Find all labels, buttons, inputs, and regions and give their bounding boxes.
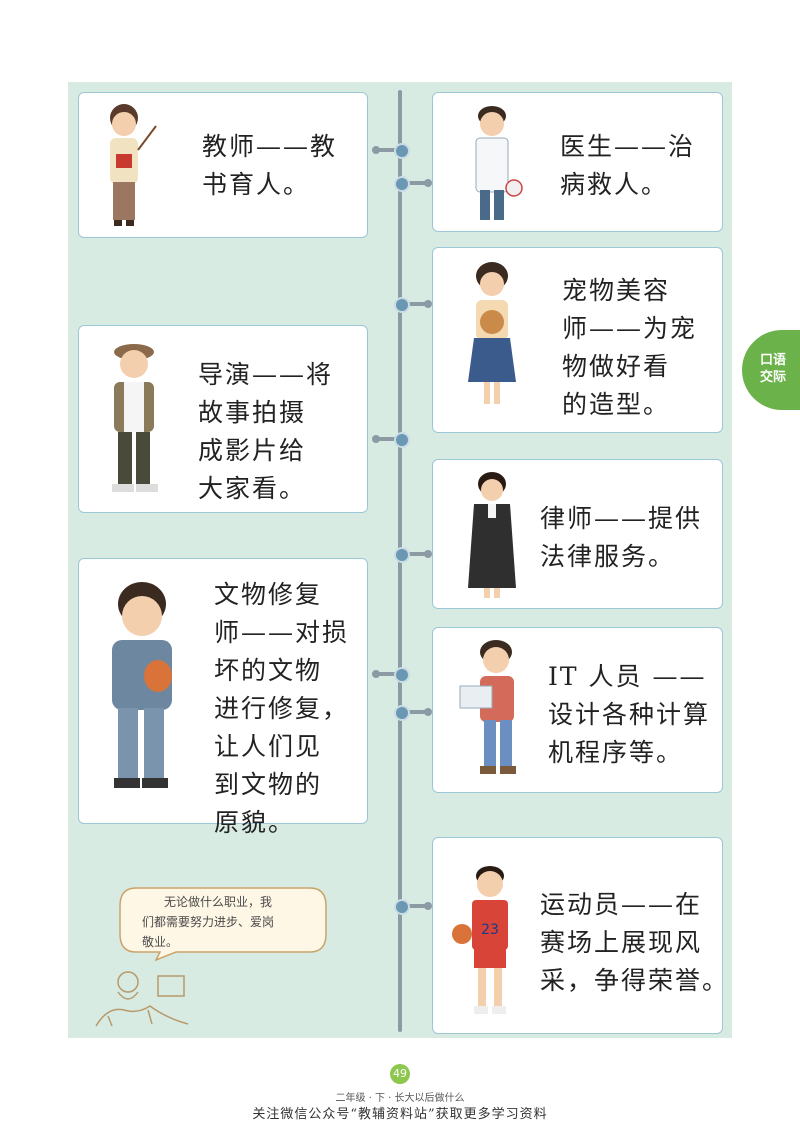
- director-line-2: 故事拍摄: [198, 398, 307, 427]
- groomer-line-2: 师——为宠: [562, 314, 698, 343]
- lawyer-line-2: 法律服务。: [540, 542, 676, 571]
- director-line-4: 大家看。: [198, 474, 307, 503]
- it-line-1: IT 人员 ——: [548, 662, 707, 691]
- connector-end: [424, 550, 432, 558]
- doctor-line-1: 医生——治: [560, 132, 696, 161]
- director-line-3: 成影片给: [198, 436, 307, 465]
- connector-end: [424, 300, 432, 308]
- restorer-illustration: [112, 582, 172, 788]
- it-line-3: 机程序等。: [548, 738, 684, 767]
- connector: [376, 437, 400, 441]
- footer-title: 二年级 · 下 · 长大以后做什么: [335, 1093, 465, 1104]
- bubble-line-2: 们都需要努力进步、爱岗: [142, 915, 275, 929]
- athlete-line-2: 赛场上展现风: [540, 928, 703, 957]
- restorer-line-4: 进行修复，: [214, 694, 350, 723]
- timeline-node: [394, 432, 410, 448]
- side-tab-line-2: 交际: [759, 370, 786, 385]
- it-staff-illustration: [459, 640, 516, 774]
- athlete-line-1: 运动员——在: [540, 890, 703, 919]
- restorer-line-1: 文物修复: [214, 580, 323, 609]
- lawyer-line-1: 律师——提供: [540, 504, 703, 533]
- timeline-node: [394, 143, 410, 159]
- connector-end: [424, 708, 432, 716]
- restorer-line-3: 坏的文物: [214, 656, 323, 685]
- lawyer-illustration: [468, 472, 516, 598]
- connector-end: [424, 179, 432, 187]
- connector: [400, 710, 428, 714]
- connector-end: [372, 146, 380, 154]
- connector: [400, 904, 428, 908]
- restorer-line-5: 让人们见: [214, 732, 323, 761]
- timeline-node: [394, 547, 410, 563]
- groomer-line-3: 物做好看: [562, 352, 671, 381]
- connector: [376, 672, 400, 676]
- director-line-1: 导演——将: [198, 360, 334, 389]
- connector: [376, 148, 400, 152]
- groomer-illustration: [468, 262, 516, 404]
- page-number: 49: [390, 1064, 410, 1084]
- athlete-line-3: 采，争得荣誉。: [540, 966, 730, 995]
- speech-bubble: [119, 887, 327, 962]
- timeline-node: [394, 899, 410, 915]
- doctor-illustration: [475, 106, 523, 220]
- bubble-text: 无论做什么职业，我 们都需要努力进步、爱岗 敬业。: [142, 892, 312, 952]
- groomer-line-4: 的造型。: [562, 390, 671, 419]
- doctor-line-2: 病救人。: [560, 170, 669, 199]
- teacher-illustration: [110, 104, 157, 226]
- restorer-line-2: 师——对损: [214, 618, 350, 647]
- bubble-line-3: 敬业。: [142, 935, 179, 949]
- bubble-line-1: 无论做什么职业，我: [164, 895, 273, 909]
- sketch-illustration: [95, 971, 189, 1027]
- timeline-node: [394, 667, 410, 683]
- teacher-line-2: 书育人。: [202, 170, 311, 199]
- connector-end: [372, 435, 380, 443]
- restorer-line-7: 原貌。: [214, 808, 296, 837]
- side-tab-label: 口语 交际: [752, 352, 794, 386]
- timeline-node: [394, 705, 410, 721]
- athlete-illustration: 23: [452, 866, 508, 1014]
- connector: [400, 552, 428, 556]
- teacher-line-1: 教师——教: [202, 132, 338, 161]
- jersey-number: 23: [481, 922, 499, 938]
- it-line-2: 设计各种计算: [548, 700, 711, 729]
- connector: [400, 181, 428, 185]
- connector-end: [372, 670, 380, 678]
- connector-end: [424, 902, 432, 910]
- connector: [400, 302, 428, 306]
- groomer-line-1: 宠物美容: [562, 276, 671, 305]
- restorer-line-6: 到文物的: [214, 770, 323, 799]
- side-tab-line-1: 口语: [759, 353, 786, 368]
- side-tab[interactable]: [742, 330, 800, 410]
- timeline-node: [394, 176, 410, 192]
- watermark-text: 关注微信公众号“教辅资料站”获取更多学习资料: [252, 1107, 548, 1122]
- director-illustration: [112, 344, 158, 492]
- timeline-node: [394, 297, 410, 313]
